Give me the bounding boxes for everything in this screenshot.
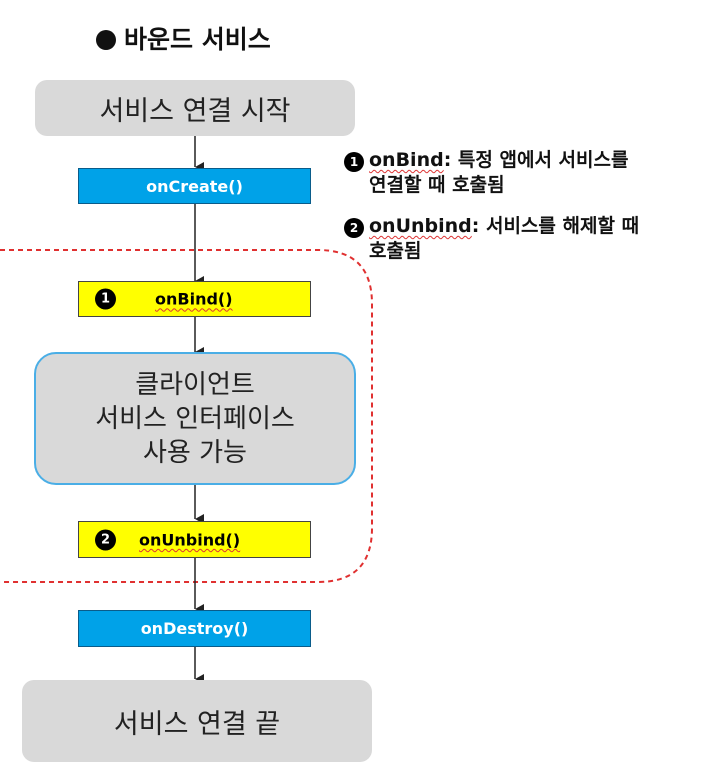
end-label: 서비스 연결 끝 (113, 708, 281, 740)
number-badge-2: 2 (95, 529, 116, 550)
note-onbind-line2: 연결할 때 호출됨 (369, 174, 505, 196)
note-onbind-text: : 특정 앱에서 서비스를 (443, 149, 629, 171)
start-label: 서비스 연결 시작 (99, 95, 291, 127)
note-onbind-key: onBind (369, 149, 444, 171)
note-onunbind: 2 onUnbind: 서비스를 해제할 때 호출됨 (344, 214, 712, 266)
client-line-2: 서비스 인터페이스 (95, 403, 295, 434)
onunbind-label: onUnbind() (139, 530, 241, 549)
onbind-box: 1 onBind() (78, 281, 311, 317)
ondestroy-label: onDestroy() (140, 619, 249, 638)
note-number-badge-2: 2 (344, 218, 364, 238)
onunbind-box: 2 onUnbind() (78, 521, 311, 558)
end-box: 서비스 연결 끝 (22, 680, 372, 762)
note-onunbind-key: onUnbind (369, 215, 472, 237)
page-title-text: 바운드 서비스 (124, 25, 271, 54)
oncreate-box: onCreate() (78, 168, 311, 204)
page-title: 바운드 서비스 (96, 20, 271, 56)
note-number-badge-1: 1 (344, 152, 364, 172)
start-box: 서비스 연결 시작 (35, 80, 355, 136)
bind-region-dashed-border (0, 249, 373, 583)
oncreate-label: onCreate() (146, 176, 243, 196)
number-badge-1: 1 (95, 288, 116, 310)
note-onunbind-line2: 호출됨 (369, 240, 422, 262)
onbind-label: onBind() (155, 289, 233, 309)
client-line-1: 클라이언트 (135, 369, 255, 400)
ondestroy-box: onDestroy() (78, 610, 311, 647)
note-onbind: 1 onBind: 특정 앱에서 서비스를 연결할 때 호출됨 (344, 148, 712, 200)
client-box: 클라이언트 서비스 인터페이스 사용 가능 (34, 352, 356, 485)
bullet-icon (96, 30, 116, 50)
client-line-3: 사용 가능 (143, 437, 247, 468)
note-onunbind-text: : 서비스를 해제할 때 (471, 215, 640, 237)
